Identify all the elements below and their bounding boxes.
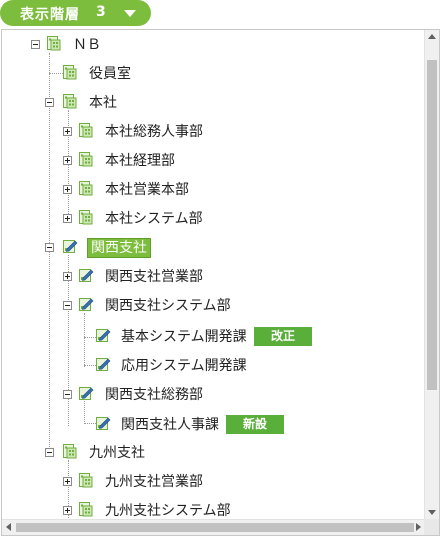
scroll-right-icon[interactable] bbox=[416, 523, 421, 531]
edit-org-icon bbox=[79, 268, 94, 283]
tree-connector bbox=[84, 365, 96, 366]
org-building-icon bbox=[63, 444, 77, 459]
new-badge: 新設 bbox=[226, 415, 284, 434]
org-building-icon bbox=[79, 152, 93, 167]
tree-connector bbox=[84, 423, 96, 424]
org-tree: ＮＢ 役員室 本社 本社総務人事部 本社経理部 本社営業本部 bbox=[2, 30, 425, 519]
edit-org-icon bbox=[79, 386, 94, 401]
edit-org-icon bbox=[79, 297, 94, 312]
vertical-scrollbar[interactable] bbox=[424, 30, 439, 519]
org-tree-panel: ＮＢ 役員室 本社 本社総務人事部 本社経理部 本社営業本部 bbox=[1, 29, 440, 536]
tree-node-kansai-somu[interactable]: 関西支社総務部 bbox=[2, 384, 422, 406]
collapse-icon[interactable] bbox=[45, 243, 54, 252]
tree-node-label: 九州支社 bbox=[89, 445, 145, 461]
expand-icon[interactable] bbox=[63, 156, 72, 165]
org-building-icon bbox=[79, 502, 93, 517]
tree-connector bbox=[49, 53, 50, 453]
tree-node-label: 九州支社システム部 bbox=[105, 503, 231, 519]
tree-node-kyushu-system[interactable]: 九州支社システム部 bbox=[2, 500, 422, 519]
horizontal-scrollbar[interactable] bbox=[2, 519, 425, 535]
tree-node-label: 基本システム開発課 bbox=[121, 329, 247, 345]
tree-node-honsha-somu-jinji[interactable]: 本社総務人事部 bbox=[2, 121, 422, 143]
org-building-icon bbox=[63, 94, 77, 109]
tree-node-kihon-system[interactable]: 基本システム開発課 改正 bbox=[2, 326, 422, 348]
tree-connector bbox=[84, 399, 85, 424]
collapse-icon[interactable] bbox=[31, 40, 40, 49]
tree-node-label: 応用システム開発課 bbox=[121, 358, 247, 374]
caret-down-icon[interactable] bbox=[124, 10, 136, 17]
tree-node-label: 九州支社営業部 bbox=[105, 474, 203, 490]
expand-icon[interactable] bbox=[63, 214, 72, 223]
tree-node-label: 本社システム部 bbox=[105, 211, 203, 227]
expand-icon[interactable] bbox=[63, 185, 72, 194]
tree-node-kyushu[interactable]: 九州支社 bbox=[2, 442, 422, 464]
tree-node-label: 関西支社営業部 bbox=[105, 269, 203, 285]
tree-node-honsha-eigyo[interactable]: 本社営業本部 bbox=[2, 179, 422, 201]
tree-node-label: ＮＢ bbox=[73, 37, 101, 53]
expand-icon[interactable] bbox=[63, 272, 72, 281]
org-building-icon bbox=[63, 65, 77, 80]
tree-node-honsha-system[interactable]: 本社システム部 bbox=[2, 208, 422, 230]
org-building-icon bbox=[79, 123, 93, 138]
org-building-icon bbox=[79, 210, 93, 225]
tree-node-kyushu-eigyo[interactable]: 九州支社営業部 bbox=[2, 471, 422, 493]
tree-node-label: 本社経理部 bbox=[105, 153, 175, 169]
edit-org-icon bbox=[96, 328, 111, 343]
scrollbar-corner bbox=[424, 519, 439, 535]
expand-icon[interactable] bbox=[63, 127, 72, 136]
expand-icon[interactable] bbox=[63, 506, 72, 515]
tree-node-nb[interactable]: ＮＢ bbox=[2, 34, 422, 56]
display-level-label: 表示階層 bbox=[20, 7, 80, 23]
tree-node-label: 本社 bbox=[89, 95, 117, 111]
tree-connector bbox=[84, 337, 96, 338]
tree-node-kansai-jinji[interactable]: 関西支社人事課 新設 bbox=[2, 414, 422, 436]
tree-connector bbox=[84, 313, 85, 367]
display-level-value: 3 bbox=[96, 4, 106, 20]
display-level-selector[interactable]: 表示階層 3 bbox=[0, 0, 151, 26]
tree-node-kansai-system[interactable]: 関西支社システム部 bbox=[2, 295, 422, 317]
edit-org-icon bbox=[96, 416, 111, 431]
tree-node-label-selected: 関西支社 bbox=[87, 238, 151, 258]
collapse-icon[interactable] bbox=[45, 448, 54, 457]
org-building-icon bbox=[79, 181, 93, 196]
scroll-down-icon[interactable] bbox=[428, 510, 436, 515]
collapse-icon[interactable] bbox=[63, 390, 72, 399]
tree-connector bbox=[68, 255, 69, 426]
scroll-left-icon[interactable] bbox=[6, 523, 11, 531]
org-building-icon bbox=[47, 36, 61, 51]
tree-node-kansai[interactable]: 関西支社 bbox=[2, 237, 422, 259]
org-building-icon bbox=[79, 473, 93, 488]
tree-node-label: 関西支社人事課 bbox=[121, 417, 219, 433]
horizontal-scroll-thumb[interactable] bbox=[16, 523, 414, 532]
tree-node-label: 関西支社総務部 bbox=[105, 387, 203, 403]
collapse-icon[interactable] bbox=[45, 98, 54, 107]
tree-node-yakuinshitsu[interactable]: 役員室 bbox=[2, 63, 422, 85]
tree-node-label: 本社総務人事部 bbox=[105, 124, 203, 140]
tree-connector bbox=[49, 73, 63, 74]
revision-badge: 改正 bbox=[254, 327, 312, 346]
collapse-icon[interactable] bbox=[63, 301, 72, 310]
tree-node-label: 役員室 bbox=[89, 66, 131, 82]
edit-org-icon bbox=[63, 239, 78, 254]
tree-node-honsha-keiri[interactable]: 本社経理部 bbox=[2, 150, 422, 172]
tree-node-honsha[interactable]: 本社 bbox=[2, 92, 422, 114]
tree-node-oyo-system[interactable]: 応用システム開発課 bbox=[2, 355, 422, 377]
tree-node-label: 本社営業本部 bbox=[105, 182, 189, 198]
tree-node-kansai-eigyo[interactable]: 関西支社営業部 bbox=[2, 266, 422, 288]
vertical-scroll-thumb[interactable] bbox=[427, 60, 437, 390]
scroll-up-icon[interactable] bbox=[428, 34, 436, 39]
tree-connector bbox=[68, 460, 69, 519]
tree-node-label: 関西支社システム部 bbox=[105, 298, 231, 314]
edit-org-icon bbox=[96, 357, 111, 372]
expand-icon[interactable] bbox=[63, 477, 72, 486]
